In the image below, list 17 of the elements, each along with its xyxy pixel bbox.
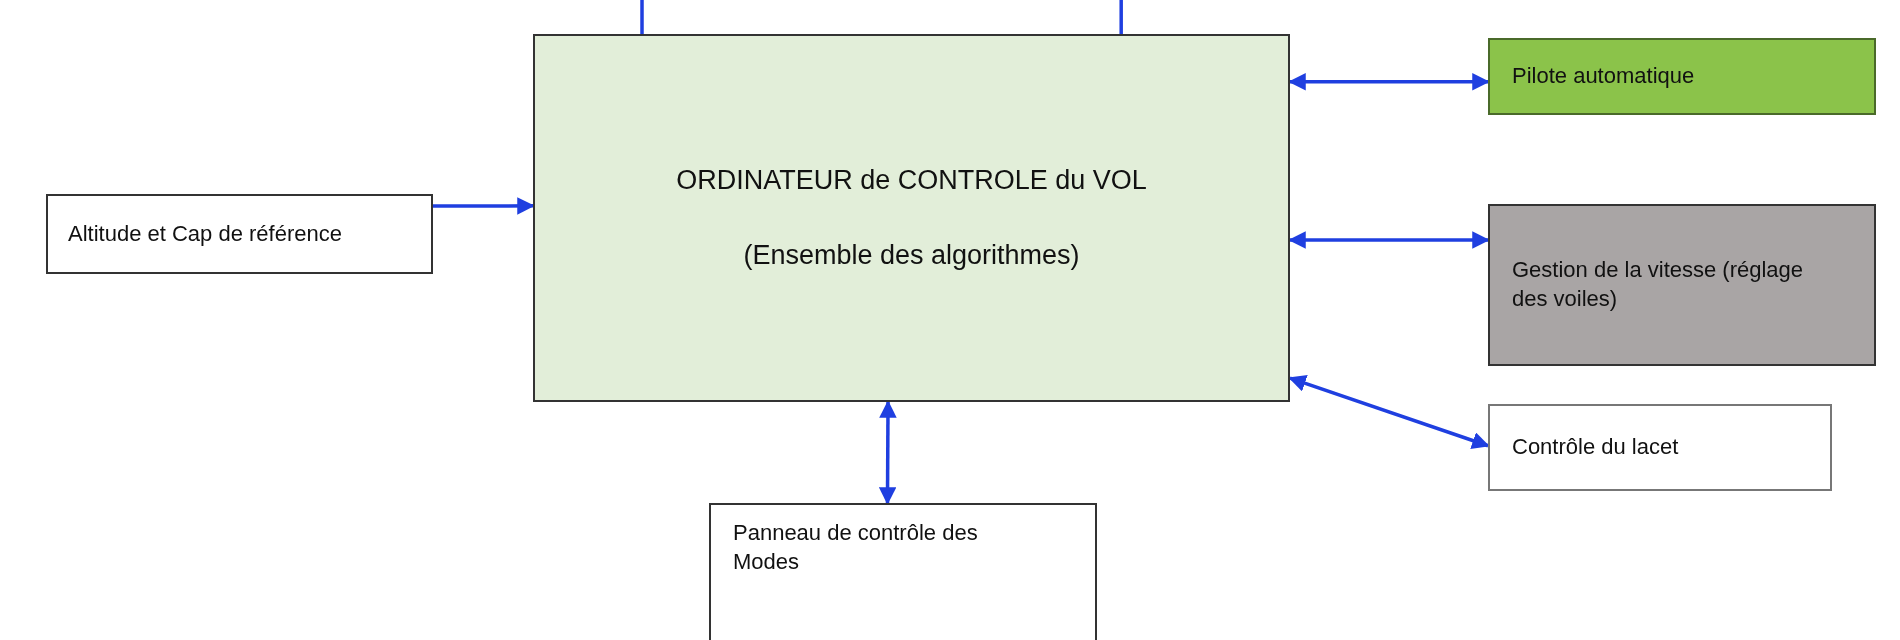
- box-title: Altitude et Cap de référence: [68, 219, 342, 248]
- connector-line: [640, 0, 644, 34]
- connector-line: [1119, 0, 1123, 34]
- box-title: Pilote automatique: [1512, 62, 1695, 91]
- process-box: [1488, 204, 1876, 366]
- arrow: [878, 400, 897, 505]
- box-title: ORDINATEUR de CONTROLE du VOL: [676, 163, 1147, 197]
- box-title: Gestion de la vitesse (réglage des voiles): [1512, 256, 1805, 313]
- input-box: [46, 194, 433, 274]
- process-box: [533, 34, 1290, 402]
- process-box: [1488, 404, 1832, 491]
- box-title: Panneau de contrôle des Modes: [733, 519, 979, 576]
- arrow: [433, 197, 535, 215]
- process-box: [709, 503, 1097, 640]
- box-subtitle: (Ensemble des algorithmes): [743, 239, 1080, 272]
- box-title: Contrôle du lacet: [1512, 433, 1679, 462]
- process-box: [1488, 38, 1876, 115]
